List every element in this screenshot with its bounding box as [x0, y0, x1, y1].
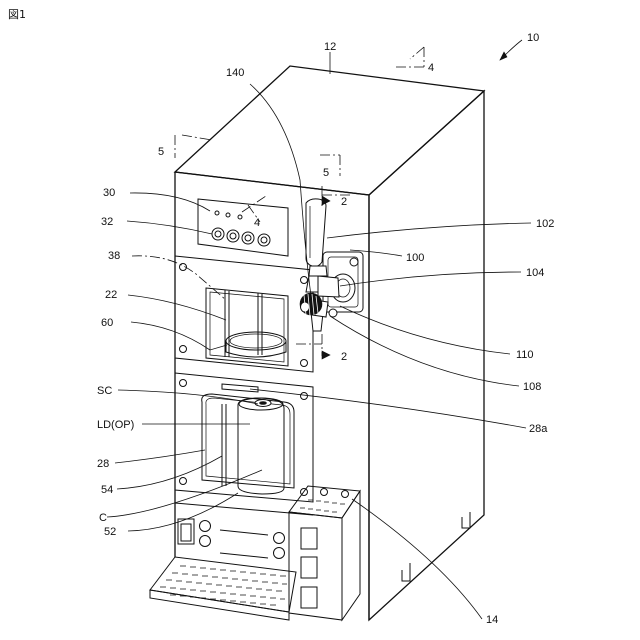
ref-LD: LD(OP) — [97, 419, 134, 431]
ref-104: 104 — [526, 267, 544, 279]
section-markers — [175, 47, 424, 356]
ref-2-bottom: 2 — [341, 351, 347, 363]
control-box — [289, 486, 360, 620]
drip-tray-slots — [160, 566, 287, 605]
ref-102: 102 — [536, 218, 554, 230]
lower-door — [175, 373, 313, 502]
ref-32: 32 — [101, 216, 113, 228]
ref-10: 10 — [527, 32, 539, 44]
ref-52: 52 — [104, 526, 116, 538]
indicator-lamps — [215, 211, 242, 219]
internal-tank — [225, 290, 286, 357]
ref-2-top: 2 — [341, 196, 347, 208]
ref-5-left: 5 — [158, 146, 164, 158]
ref-100: 100 — [406, 252, 424, 264]
tap-assembly — [300, 199, 363, 331]
ref-38: 38 — [108, 250, 120, 262]
ref-C: C — [99, 512, 107, 524]
ref-140: 140 — [226, 67, 244, 79]
ref-30: 30 — [103, 187, 115, 199]
ref-28: 28 — [97, 458, 109, 470]
operation-buttons — [212, 228, 270, 246]
control-panel — [198, 199, 288, 256]
ref-54: 54 — [101, 484, 113, 496]
cabinet-body — [175, 66, 484, 620]
ref-60: 60 — [101, 317, 113, 329]
base-section — [175, 503, 313, 559]
ref-22: 22 — [105, 289, 117, 301]
ref-4-panel: 4 — [254, 217, 260, 229]
drip-tray — [150, 557, 296, 620]
ref-12: 12 — [324, 41, 336, 53]
keg-container — [222, 398, 284, 494]
ref-4-top: 4 — [428, 62, 434, 74]
ref-14: 14 — [486, 614, 498, 626]
ref-108: 108 — [523, 381, 541, 393]
ref-5-right: 5 — [323, 167, 329, 179]
ref-SC: SC — [97, 385, 112, 397]
ref-110: 110 — [516, 349, 534, 361]
ref-28a: 28a — [529, 423, 548, 435]
